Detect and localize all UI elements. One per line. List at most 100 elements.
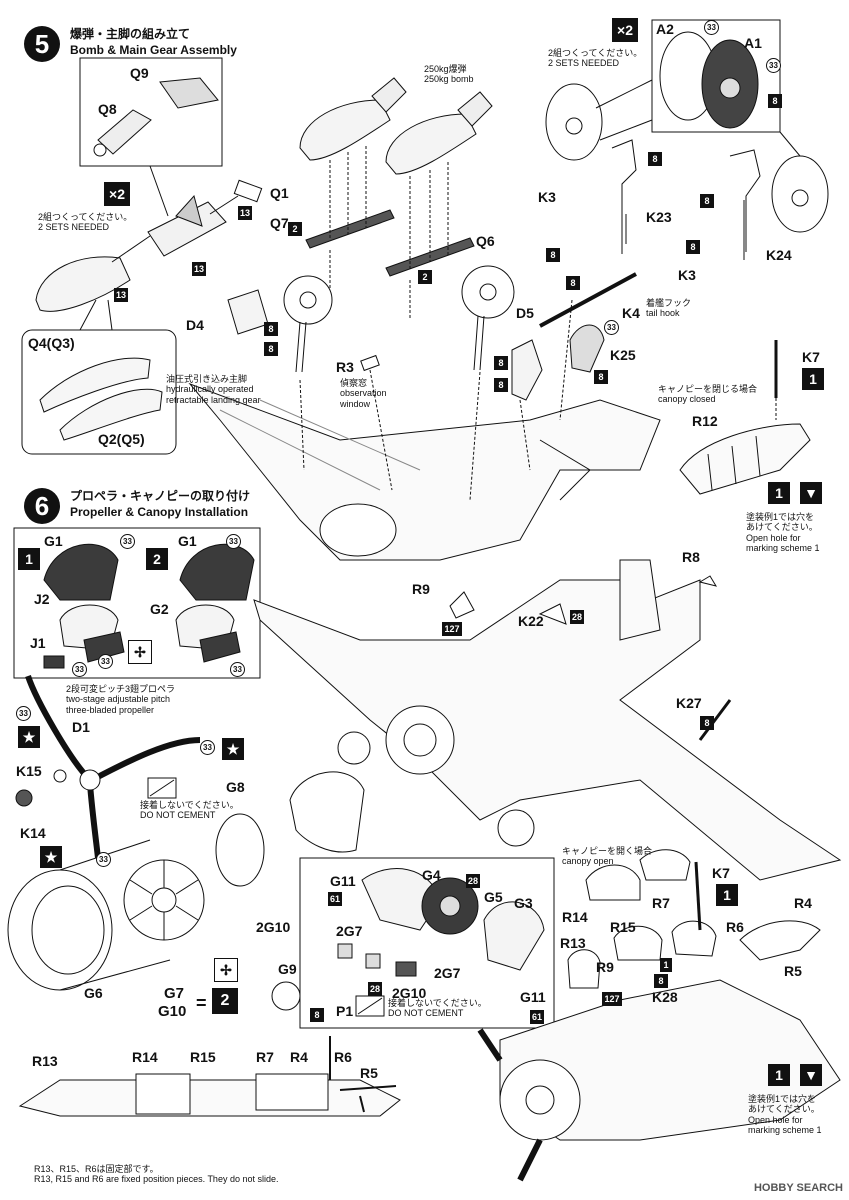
wheel-hub-left (299, 291, 317, 309)
g6-inner (31, 885, 105, 975)
color-8-a1: 8 (768, 94, 782, 108)
x2-badge: ×2 (104, 182, 130, 206)
q7-rack (305, 209, 395, 249)
label-g1-b: G1 (178, 533, 197, 549)
g7-part-b (365, 953, 381, 969)
color-33-g1b: 33 (226, 534, 241, 549)
prop-blade-right (90, 737, 201, 783)
engine-cowl-step5 (319, 503, 397, 557)
label-k4: K4 (622, 305, 640, 321)
main-wheel-left (337, 731, 371, 765)
step-6-title-jp: プロペラ・キャノピーの取り付け (70, 489, 251, 503)
color-28-p1: 28 (368, 982, 382, 996)
color-33-a2: 33 (704, 20, 719, 35)
r15-canopy (613, 925, 663, 961)
label-r7-b: R7 (256, 1049, 274, 1065)
label-d5: D5 (516, 305, 534, 321)
label-g10-eq: G10 (158, 1003, 187, 1020)
no-cement-icon (147, 777, 177, 799)
color-8-strut-r: 8 (700, 194, 714, 208)
color-33-k25: 33 (604, 320, 619, 335)
q2-half (59, 388, 163, 441)
g5-hub (439, 895, 461, 917)
leader (209, 195, 239, 215)
label-g10-a: 2G10 (256, 919, 291, 935)
label-a2: A2 (656, 21, 674, 37)
inset-box-bomb-halves (21, 329, 177, 455)
q9-fin (159, 77, 219, 109)
color-8-k3-b: 8 (686, 240, 700, 254)
inset-box-wheel (651, 19, 781, 133)
label-r5-a: R5 (784, 963, 802, 979)
color-33-prop-a: 33 (16, 706, 31, 721)
drill-icon-b: ▼ (800, 1064, 822, 1086)
label-r5-b: R5 (360, 1065, 378, 1081)
fuselage-nose (385, 705, 455, 775)
k7-rod-open (694, 861, 702, 931)
color-8-d5-b: 8 (494, 378, 508, 392)
scheme-1-badge-a: 1 (802, 368, 824, 390)
no-cement-icon-2 (355, 995, 385, 1017)
label-g7-b: 2G7 (434, 965, 461, 981)
color-33-prop-c: 33 (96, 852, 111, 867)
leader (149, 165, 169, 217)
star-badge-c: ★ (40, 846, 62, 868)
prop-blade-top (25, 675, 93, 783)
label-k7-a: K7 (802, 349, 820, 365)
r7-canopy (639, 849, 691, 881)
r13-canopy (567, 949, 601, 989)
color-33-a1: 33 (766, 58, 781, 73)
assembled-wheel-right (771, 155, 829, 233)
open-hole-note-b: 塗装例1では穴を あけてください。 Open hole for marking … (748, 1094, 822, 1136)
color-127-a: 127 (442, 622, 462, 636)
label-k23: K23 (646, 209, 672, 225)
assembly-guides (329, 146, 449, 320)
hook-note: 着艦フック tail hook (646, 298, 692, 319)
color-33-j1: 33 (72, 662, 87, 677)
r14-canopy (585, 864, 641, 901)
color-8-k27: 8 (700, 716, 714, 730)
label-g10-b: 2G10 (392, 985, 427, 1001)
scheme-2-badge-b: 2 (212, 988, 238, 1014)
no-cement-slash (149, 779, 175, 797)
bomb-fin-left (371, 77, 407, 113)
bomb-note: 250kg爆弾 250kg bomb (424, 64, 474, 85)
gear-leg-left (295, 321, 307, 373)
leader (79, 299, 113, 331)
label-k24: K24 (766, 247, 792, 263)
k14-part (15, 789, 33, 807)
label-g3: G3 (514, 895, 533, 911)
label-r15-a: R15 (610, 919, 636, 935)
tail-stab-step5 (539, 439, 591, 501)
label-d4: D4 (186, 317, 204, 333)
label-k14: K14 (20, 825, 46, 841)
label-r14-b: R14 (132, 1049, 158, 1065)
label-g8: G8 (226, 779, 245, 795)
label-r6-b: R6 (334, 1049, 352, 1065)
watermark: HOBBY SEARCH (753, 1182, 843, 1194)
g1-cowl-scheme2 (179, 543, 255, 601)
q8-part (97, 109, 152, 155)
color-8-k25: 8 (594, 370, 608, 384)
scheme-1-badge-b: 1 (768, 482, 790, 504)
bomb-tail-fin (175, 194, 203, 227)
scheme-1-badge-c: 1 (18, 548, 40, 570)
label-g4: G4 (422, 867, 441, 883)
bomb-fin-right (457, 91, 493, 127)
d5-part (511, 339, 543, 401)
j2-dark (83, 631, 125, 663)
main-wheel-right (497, 809, 535, 847)
step-5-badge: 5 (24, 26, 60, 62)
nose-inner (403, 723, 437, 757)
no-cement-note-a: 接着しないでください。 DO NOT CEMENT (140, 800, 239, 821)
prop-note: 2段可変ピッチ3翅プロペラ two-stage adjustable pitch… (66, 684, 176, 715)
label-j1: J1 (30, 635, 46, 651)
canopy-frames (707, 435, 761, 491)
color-8-g9: 8 (310, 1008, 324, 1022)
color-8-d4-b: 8 (264, 342, 278, 356)
color-13-c: 13 (114, 288, 128, 302)
q1-part (233, 179, 263, 203)
r3-part (360, 354, 380, 372)
assembled-wheel-left (545, 83, 603, 161)
